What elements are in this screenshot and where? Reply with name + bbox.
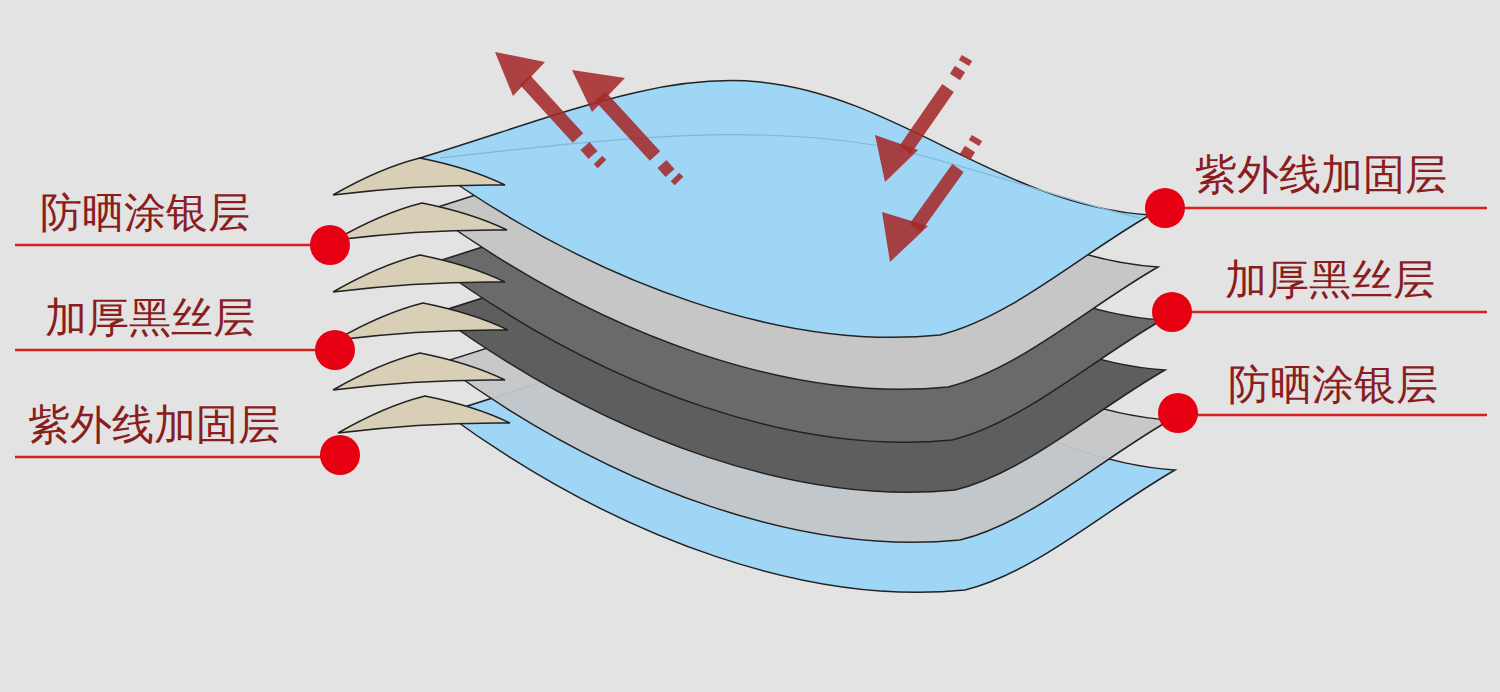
reflect-arrows — [495, 52, 679, 181]
leader-lines — [15, 208, 1487, 457]
layer-label: 防晒涂银层 — [1228, 360, 1438, 410]
layer-edges — [333, 158, 510, 433]
layer-label: 紫外线加固层 — [1195, 150, 1447, 200]
leader-dots — [310, 188, 1198, 475]
fabric-layers — [420, 81, 1175, 593]
layer-label: 紫外线加固层 — [28, 400, 280, 450]
layer-label: 防晒涂银层 — [40, 188, 250, 238]
layer-label: 加厚黑丝层 — [45, 293, 255, 343]
sun-arrows — [875, 58, 977, 262]
layer-label: 加厚黑丝层 — [1225, 255, 1435, 305]
